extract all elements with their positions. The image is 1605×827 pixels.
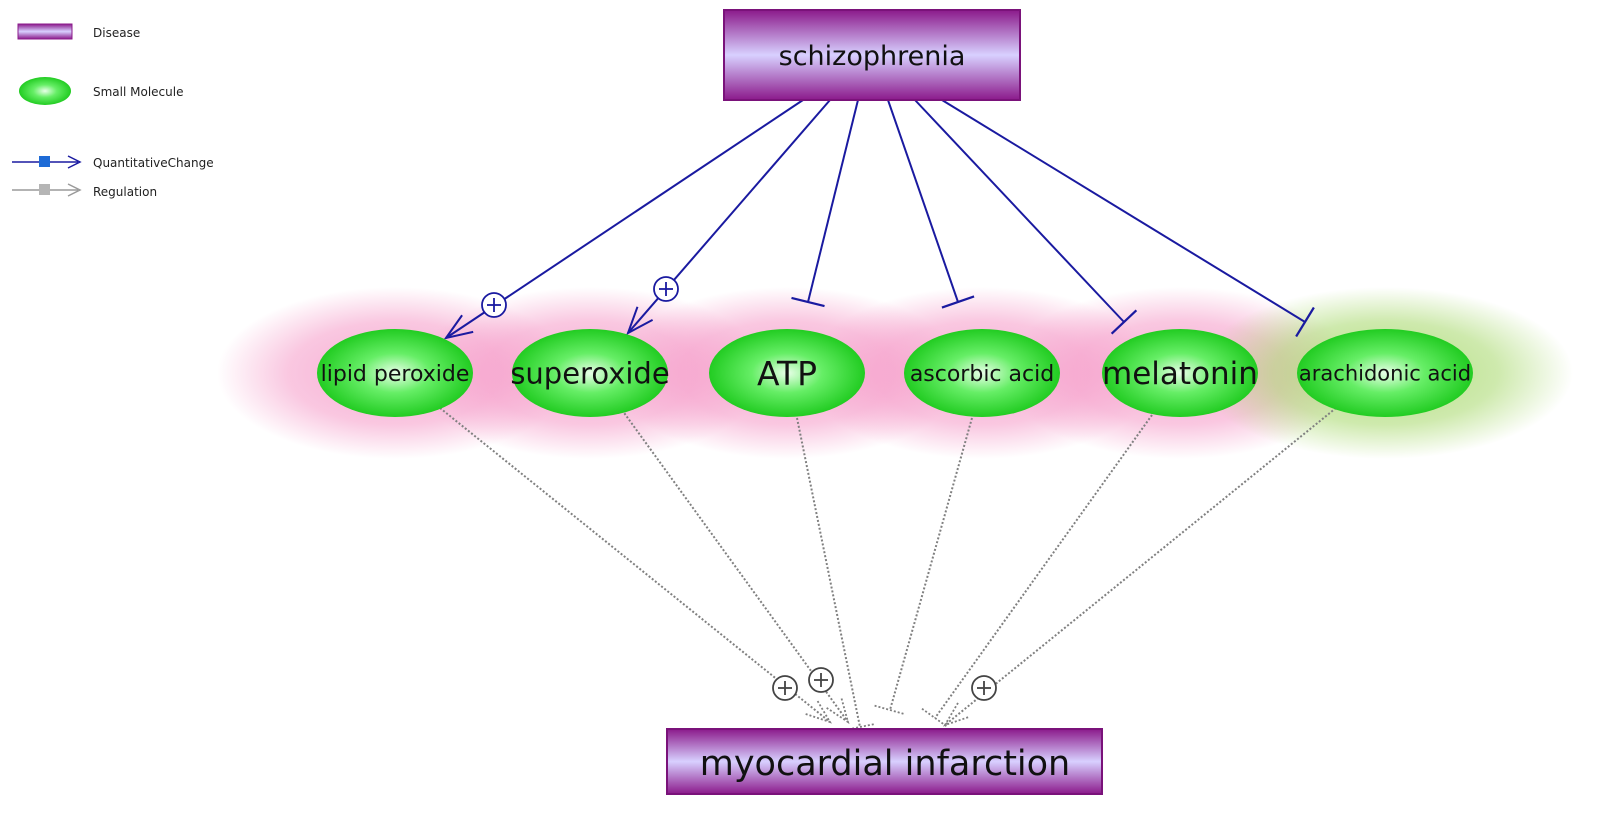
disease-node-target-label: myocardial infarction [700,744,1071,784]
molecule-label-arachidonic-acid: arachidonic acid [1299,362,1471,386]
legend-molecule-label: Small Molecule [93,85,183,99]
edge-source-to-atp [791,99,859,308]
molecule-label-ascorbic-acid: ascorbic acid [910,362,1054,387]
legend: Disease Small Molecule QuantitativeChang… [12,23,214,199]
edge-superoxide-to-target [621,409,850,725]
edge-source-to-superoxide [626,99,831,336]
edge-melatonin-to-target [921,414,1153,729]
molecule-node-melatonin[interactable]: melatonin [1102,329,1258,417]
molecule-nodes: lipid peroxide superoxide ATP ascorbic acid… [317,329,1473,417]
edge-lipid-peroxide-to-target [439,407,832,724]
legend-quantitative-change-arrow [12,155,82,169]
molecule-label-lipid-peroxide: lipid peroxide [321,362,470,387]
plus-superoxide-target-icon [808,667,834,693]
plus-lipid-peroxide-icon [481,292,507,318]
legend-molecule-swatch [19,77,71,105]
molecule-node-superoxide[interactable]: superoxide [510,329,670,417]
legend-regulation-label: Regulation [93,185,157,199]
molecule-node-arachidonic-acid[interactable]: arachidonic acid [1297,329,1473,417]
edge-ascorbic-acid-to-target [874,417,973,716]
disease-node-target[interactable]: myocardial infarction [666,728,1103,795]
regulation-edges [439,407,1337,732]
legend-disease-label: Disease [93,26,140,40]
legend-regulation-arrow [12,183,82,197]
legend-quantitative-change-label: QuantitativeChange [93,156,214,170]
molecule-node-lipid-peroxide[interactable]: lipid peroxide [317,329,473,417]
legend-disease-swatch [17,23,73,40]
molecule-label-atp: ATP [757,354,817,393]
molecule-label-melatonin: melatonin [1102,356,1258,392]
molecule-node-ascorbic-acid[interactable]: ascorbic acid [904,329,1060,417]
plus-superoxide-icon [653,276,679,302]
plus-arachidonic-acid-target-icon [971,675,997,701]
edge-arachidonic-acid-to-target [943,407,1337,727]
edge-source-to-lipid-peroxide [443,99,804,340]
plus-lipid-peroxide-target-icon [772,675,798,701]
molecule-node-atp[interactable]: ATP [709,329,865,417]
edge-source-to-melatonin [914,99,1138,335]
edge-source-to-ascorbic-acid [887,99,975,309]
molecule-label-superoxide: superoxide [510,356,669,390]
disease-node-source-label: schizophrenia [779,41,966,72]
edge-source-to-arachidonic-acid [941,99,1315,338]
disease-node-source[interactable]: schizophrenia [723,9,1021,101]
quantitative-change-edges [443,99,1315,340]
